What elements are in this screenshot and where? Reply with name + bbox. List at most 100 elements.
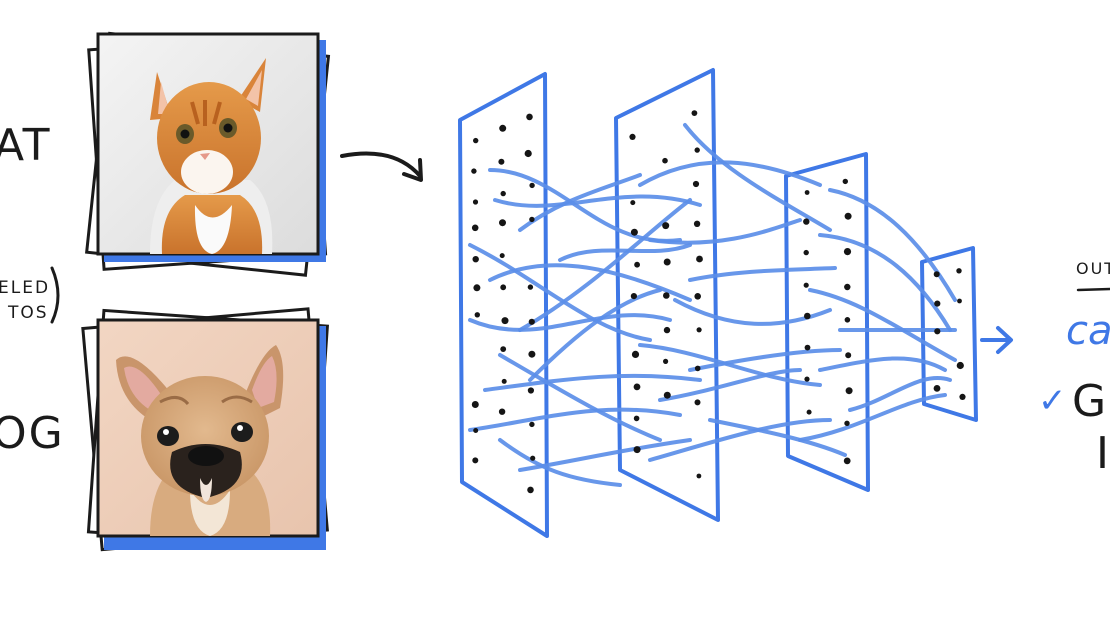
neuron-dot — [691, 110, 698, 116]
neuron-dot — [696, 473, 702, 479]
neuron-dot — [662, 157, 668, 164]
neuron-dot — [692, 180, 700, 188]
output-label-line2: G — [1072, 376, 1106, 427]
connection-line — [528, 288, 662, 382]
neuron-dot — [806, 409, 812, 415]
dog-label: OG — [0, 408, 65, 459]
neuron-dot — [472, 457, 479, 464]
neuron-dot — [630, 228, 638, 236]
neuron-dot — [693, 220, 701, 227]
neuron-dot — [529, 421, 535, 428]
neuron-dot — [500, 190, 506, 197]
network-connections — [468, 123, 957, 487]
neuron-dot — [471, 168, 477, 174]
neuron-dot — [844, 317, 851, 323]
cat-image — [150, 58, 273, 254]
neuron-dot — [933, 271, 940, 278]
neuron-dot — [527, 387, 535, 394]
input-arrow — [340, 151, 423, 182]
neuron-dot — [842, 178, 848, 185]
output-predicted-label: ca — [1066, 308, 1110, 354]
neuron-dot — [844, 420, 850, 426]
connection-line — [488, 263, 692, 302]
neuron-dot — [471, 401, 479, 408]
neuron-dot — [527, 486, 534, 494]
connection-line — [648, 418, 832, 462]
neuron-dot — [472, 256, 479, 263]
neuron-dot — [633, 383, 641, 391]
network-layer-4 — [920, 246, 978, 422]
connection-line — [848, 376, 952, 412]
neuron-dot — [663, 326, 671, 334]
connection-line — [468, 313, 672, 332]
neuron-dot — [472, 199, 479, 205]
neuron-dot — [844, 283, 851, 291]
network-layer-2 — [614, 68, 720, 522]
dog-photo-stack — [81, 307, 330, 552]
output-label-line3: I — [1096, 428, 1109, 479]
neuron-dot — [803, 282, 809, 288]
neuron-dot — [694, 399, 701, 406]
output-arrow — [980, 326, 1013, 354]
neuron-dot — [804, 312, 811, 320]
connection-line — [658, 368, 802, 402]
neuron-dot — [524, 149, 532, 158]
neuron-dot — [498, 408, 506, 415]
neuron-dot — [696, 327, 702, 333]
neuron-dot — [957, 298, 962, 304]
neuron-dot — [499, 124, 507, 132]
neuron-dot — [526, 113, 533, 121]
neuron-dot — [500, 346, 507, 352]
network-layer-3 — [784, 152, 870, 492]
neuron-dot — [529, 182, 535, 189]
cat-label: AT — [0, 120, 52, 171]
connection-line — [493, 194, 702, 208]
network-neurons — [471, 110, 966, 494]
neuron-dot — [498, 158, 505, 165]
neuron-dot — [499, 253, 505, 259]
neuron-dot — [663, 292, 670, 299]
neuron-dot — [803, 249, 809, 256]
network-layer-1 — [458, 72, 549, 538]
connection-line — [483, 373, 702, 392]
labeled-bracket-line2: TOS — [7, 303, 49, 323]
connection-line — [818, 233, 952, 332]
neuron-dot — [633, 415, 640, 422]
neuron-dot — [845, 352, 852, 359]
neuron-dot — [933, 385, 941, 392]
connection-line — [708, 418, 847, 457]
neuron-dot — [956, 361, 964, 370]
neuron-dot — [663, 258, 671, 266]
neuron-dot — [501, 317, 509, 325]
neuron-dot — [959, 393, 966, 400]
bracket-mark — [50, 266, 60, 324]
neuron-dot — [934, 328, 941, 335]
neuron-dot — [804, 376, 810, 382]
neuron-dot — [663, 358, 669, 364]
neuron-dot — [528, 318, 535, 325]
neuron-dot — [803, 218, 810, 225]
neuron-dot — [500, 284, 507, 291]
neuron-dot — [633, 446, 641, 454]
neuron-dot — [844, 212, 852, 220]
connection-line — [518, 198, 692, 332]
neuron-dot — [631, 350, 640, 358]
connection-line — [683, 123, 832, 232]
neuron-dot — [471, 224, 479, 232]
neuron-dot — [804, 344, 811, 351]
connection-line — [468, 407, 682, 432]
dog-image — [116, 345, 284, 536]
neuron-dot — [634, 261, 640, 268]
output-heading-underline — [1076, 287, 1110, 292]
neuron-dot — [501, 378, 507, 384]
connection-line — [558, 243, 692, 262]
neuron-dot — [529, 216, 535, 223]
neuron-dot — [629, 133, 636, 140]
connection-line — [648, 218, 802, 245]
connection-line — [828, 188, 957, 302]
connection-line — [688, 266, 837, 282]
neuron-dot — [694, 147, 700, 153]
connection-line — [498, 438, 622, 487]
neuron-dot — [630, 293, 638, 300]
